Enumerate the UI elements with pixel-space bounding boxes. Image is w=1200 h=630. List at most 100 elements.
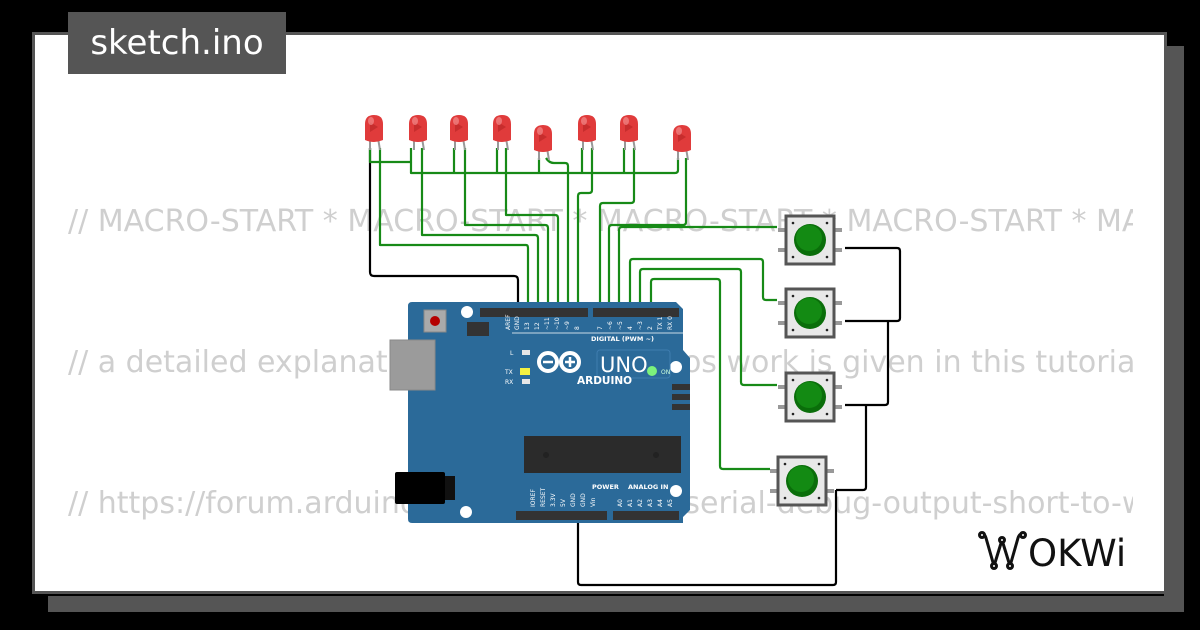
reset-button-cap	[430, 316, 440, 326]
wire-led-common-bus-2[interactable]	[409, 158, 680, 175]
led-red[interactable]	[673, 125, 691, 161]
button-screw	[825, 255, 829, 259]
button-leg	[822, 469, 834, 473]
button-screw	[791, 412, 795, 416]
led-highlight	[368, 117, 374, 125]
button-leg	[830, 405, 842, 409]
pin-label: A5	[667, 499, 674, 507]
power-jack-edge	[445, 476, 455, 500]
button-screw	[791, 255, 795, 259]
board-led-tx	[520, 368, 530, 375]
led-red[interactable]	[534, 125, 552, 161]
wire-btn1-pin5[interactable]	[617, 225, 777, 312]
wire-btn-ground-1[interactable]	[845, 246, 902, 323]
led-red[interactable]	[365, 115, 383, 151]
pushbutton-green[interactable]	[778, 287, 842, 339]
led-highlight	[581, 117, 587, 125]
wokwi-logo: OKWi	[978, 531, 1126, 572]
led-group	[365, 115, 691, 161]
header-digital-low	[593, 308, 679, 317]
pin-label: IOREF	[530, 489, 537, 507]
button-leg	[830, 321, 842, 325]
header-power	[516, 511, 607, 520]
wire-led1-pin13[interactable]	[378, 148, 530, 312]
button-screw	[791, 294, 795, 298]
logo-plus	[565, 357, 575, 367]
button-screw	[783, 496, 787, 500]
button-cap-top	[788, 466, 814, 492]
led-red[interactable]	[578, 115, 596, 151]
pin-label: GND	[570, 493, 577, 507]
wire-ground-led[interactable]	[368, 148, 520, 312]
pin-label: ~10	[554, 317, 561, 330]
wire-led3-pin11[interactable]	[463, 148, 550, 312]
pushbutton-green[interactable]	[778, 214, 842, 266]
button-screw	[825, 294, 829, 298]
pushbutton-green[interactable]	[770, 455, 834, 507]
pin-label: A4	[657, 499, 664, 507]
button-leg	[778, 301, 790, 305]
on-led-label: ON	[661, 369, 670, 376]
button-leg	[830, 248, 842, 252]
pin-label: 4	[627, 326, 634, 330]
pin-label: TX 1	[657, 316, 664, 331]
board-brand-label: ARDUINO	[577, 375, 632, 387]
pin-label: A3	[647, 499, 654, 507]
wire-btn2-pin4[interactable]	[628, 257, 777, 312]
card-shadow-right	[1166, 46, 1184, 612]
pin-label: A0	[617, 499, 624, 507]
button-screw	[825, 221, 829, 225]
button-leg	[778, 228, 790, 232]
button-leg	[822, 489, 834, 493]
button-screw	[817, 462, 821, 466]
board-led-on	[647, 366, 657, 376]
button-leg	[778, 385, 790, 389]
button-leg	[770, 469, 782, 473]
led-red[interactable]	[409, 115, 427, 151]
mounting-hole	[460, 506, 472, 518]
wire-btn-ground-4[interactable]	[576, 490, 838, 587]
arduino-uno-board[interactable]	[389, 302, 690, 523]
pin-label: ~11	[544, 317, 551, 330]
led-red[interactable]	[493, 115, 511, 151]
pin-label: 2	[647, 326, 654, 330]
wire-btn4-pin2[interactable]	[649, 277, 770, 471]
wire-led5-pin9[interactable]	[545, 157, 570, 312]
button-cap-top	[796, 298, 822, 324]
led-red[interactable]	[620, 115, 638, 151]
led-red[interactable]	[450, 115, 468, 151]
file-name-tab[interactable]: sketch.ino	[68, 12, 286, 74]
power-section-label: POWER	[592, 483, 619, 491]
pushbutton-group	[770, 214, 842, 507]
board-model-label: UNO	[600, 353, 648, 377]
button-leg	[830, 385, 842, 389]
wire-led-common-bus-1[interactable]	[368, 148, 413, 164]
usb-port	[389, 339, 436, 391]
wire-led8-pin6[interactable]	[607, 158, 688, 312]
button-screw	[825, 328, 829, 332]
led-highlight	[537, 127, 543, 135]
pin-label: RESET	[540, 487, 547, 507]
wire-btn3-pin3[interactable]	[638, 267, 777, 387]
pin-label: 12	[534, 322, 541, 330]
pushbutton-green[interactable]	[778, 371, 842, 423]
wires	[368, 148, 902, 587]
wire-led6-pin8[interactable]	[576, 148, 594, 312]
wire-btn-ground-3[interactable]	[836, 405, 868, 492]
pin-label: ~9	[564, 321, 571, 330]
wire-led2-pin12[interactable]	[420, 148, 540, 312]
button-screw	[791, 378, 795, 382]
icsp-header-right	[672, 384, 690, 410]
wire-btn-ground-2[interactable]	[845, 321, 890, 407]
wire-led7-pin7[interactable]	[598, 148, 636, 312]
digital-pwm-label: DIGITAL (PWM ~)	[591, 335, 654, 343]
pin-label: A2	[637, 499, 644, 507]
pin-label: ~6	[607, 321, 614, 330]
header-analog	[613, 511, 679, 520]
button-screw	[825, 412, 829, 416]
button-leg	[778, 248, 790, 252]
button-leg	[830, 301, 842, 305]
card-shadow-bottom	[48, 596, 1184, 612]
wire-led4-pin10[interactable]	[504, 148, 560, 312]
